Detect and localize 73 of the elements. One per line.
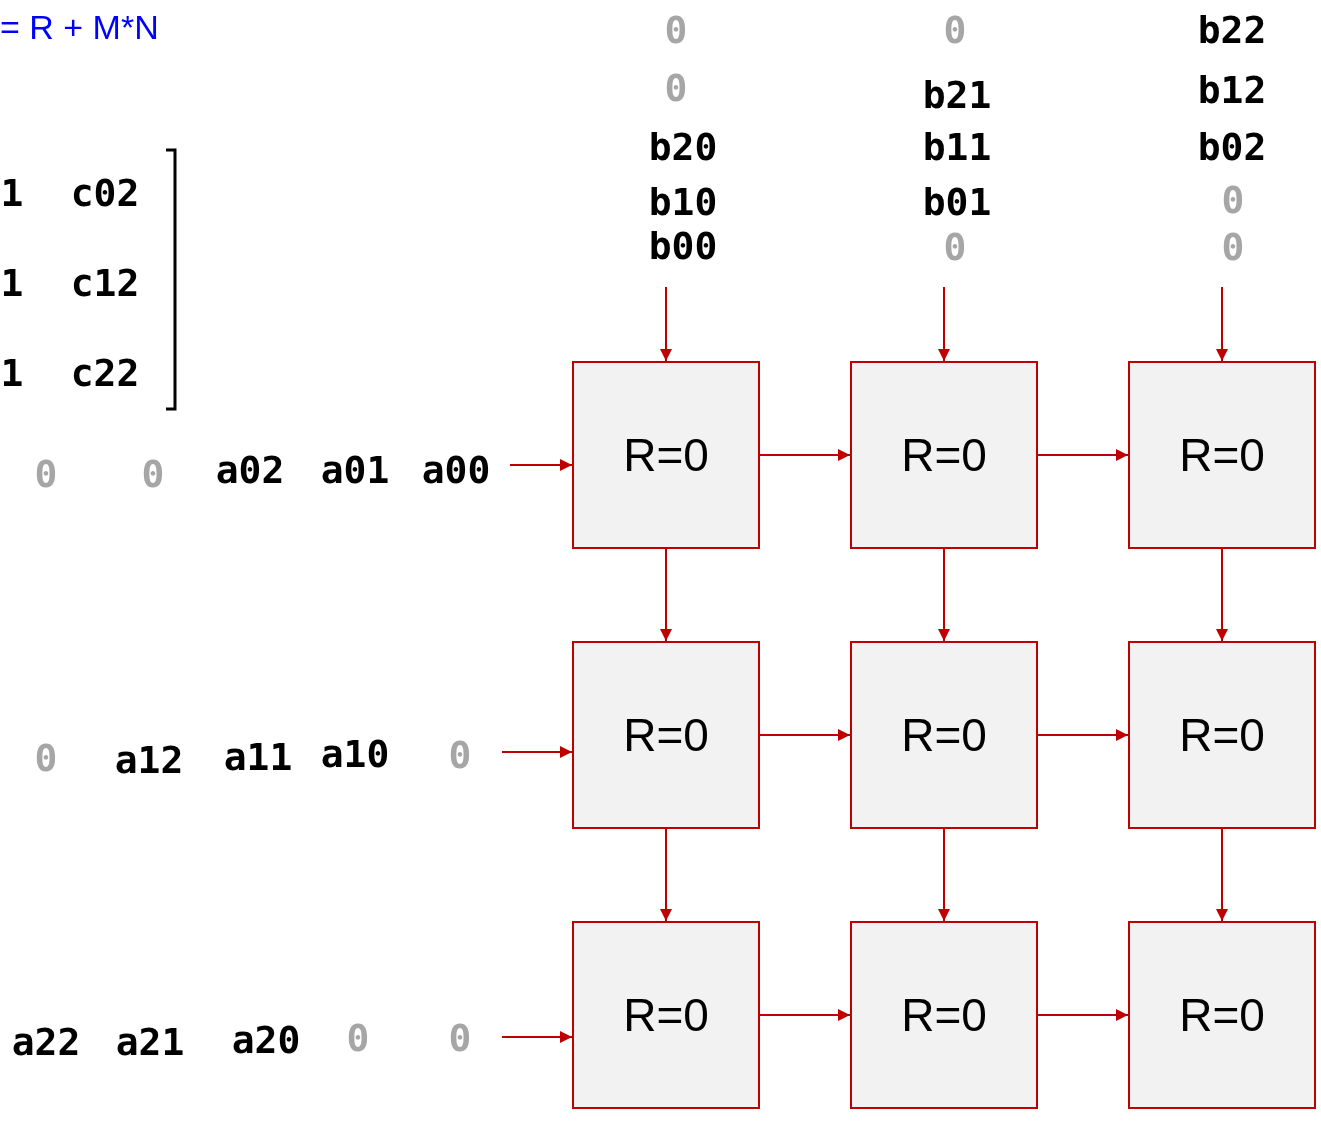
padding-zero: 0 <box>664 11 688 49</box>
arrow <box>938 286 950 362</box>
matrix-element: a21 <box>115 1023 185 1061</box>
processing-element-box <box>850 361 1038 549</box>
processing-element-box <box>1128 921 1316 1109</box>
register-value: R=0 <box>623 428 709 482</box>
matrix-element: a22 <box>11 1023 81 1061</box>
matrix-element: a01 <box>320 451 390 489</box>
padding-zero: 0 <box>664 69 688 107</box>
matrix-element: b22 <box>1197 11 1267 49</box>
matrix-element: a10 <box>320 735 390 773</box>
processing-element-box <box>572 921 760 1109</box>
matrix-element: b00 <box>648 227 718 265</box>
arrow <box>509 459 573 471</box>
matrix-element: b21 <box>922 76 992 114</box>
matrix-element: b12 <box>1197 71 1267 109</box>
padding-zero: 0 <box>1221 228 1245 266</box>
equation-text: = R + M*N <box>0 10 159 44</box>
processing-element-box <box>850 641 1038 829</box>
padding-zero: 0 <box>1221 181 1245 219</box>
register-value: R=0 <box>901 708 987 762</box>
arrow <box>1037 449 1129 461</box>
arrow <box>1037 729 1129 741</box>
arrow <box>660 828 672 922</box>
arrow <box>660 286 672 362</box>
arrow <box>1216 828 1228 922</box>
matrix-element: a20 <box>231 1021 301 1059</box>
register-value: R=0 <box>1179 988 1265 1042</box>
padding-zero: 0 <box>34 739 58 777</box>
arrow <box>501 1031 573 1043</box>
register-value: R=0 <box>623 708 709 762</box>
matrix-element: 1 <box>0 264 24 302</box>
arrow <box>938 548 950 642</box>
matrix-element: 1 <box>0 354 24 392</box>
padding-zero: 0 <box>346 1019 370 1057</box>
processing-element-box <box>1128 361 1316 549</box>
matrix-element: c22 <box>70 354 140 392</box>
matrix-element: a12 <box>114 741 184 779</box>
processing-element-box <box>572 361 760 549</box>
matrix-element: a00 <box>421 451 491 489</box>
arrow <box>759 729 851 741</box>
arrow <box>660 548 672 642</box>
arrow <box>759 449 851 461</box>
register-value: R=0 <box>901 988 987 1042</box>
arrow <box>759 1009 851 1021</box>
padding-zero: 0 <box>448 1019 472 1057</box>
matrix-element: a11 <box>223 738 293 776</box>
padding-zero: 0 <box>141 455 165 493</box>
padding-zero: 0 <box>448 736 472 774</box>
processing-element-box <box>1128 641 1316 829</box>
register-value: R=0 <box>1179 428 1265 482</box>
processing-element-box <box>850 921 1038 1109</box>
matrix-element: b11 <box>922 128 992 166</box>
processing-element-box <box>572 641 760 829</box>
matrix-element: a02 <box>215 451 285 489</box>
matrix-element: b02 <box>1197 128 1267 166</box>
matrix-element: 1 <box>0 174 24 212</box>
matrix-element: b20 <box>648 128 718 166</box>
padding-zero: 0 <box>943 228 967 266</box>
arrow <box>1037 1009 1129 1021</box>
register-value: R=0 <box>623 988 709 1042</box>
padding-zero: 0 <box>34 455 58 493</box>
matrix-element: b01 <box>922 183 992 221</box>
arrow <box>938 828 950 922</box>
register-value: R=0 <box>1179 708 1265 762</box>
arrow <box>501 746 573 758</box>
matrix-element: c12 <box>70 264 140 302</box>
register-value: R=0 <box>901 428 987 482</box>
padding-zero: 0 <box>943 11 967 49</box>
matrix-element: c02 <box>70 174 140 212</box>
arrow <box>1216 548 1228 642</box>
arrow <box>1216 286 1228 362</box>
matrix-element: b10 <box>648 183 718 221</box>
